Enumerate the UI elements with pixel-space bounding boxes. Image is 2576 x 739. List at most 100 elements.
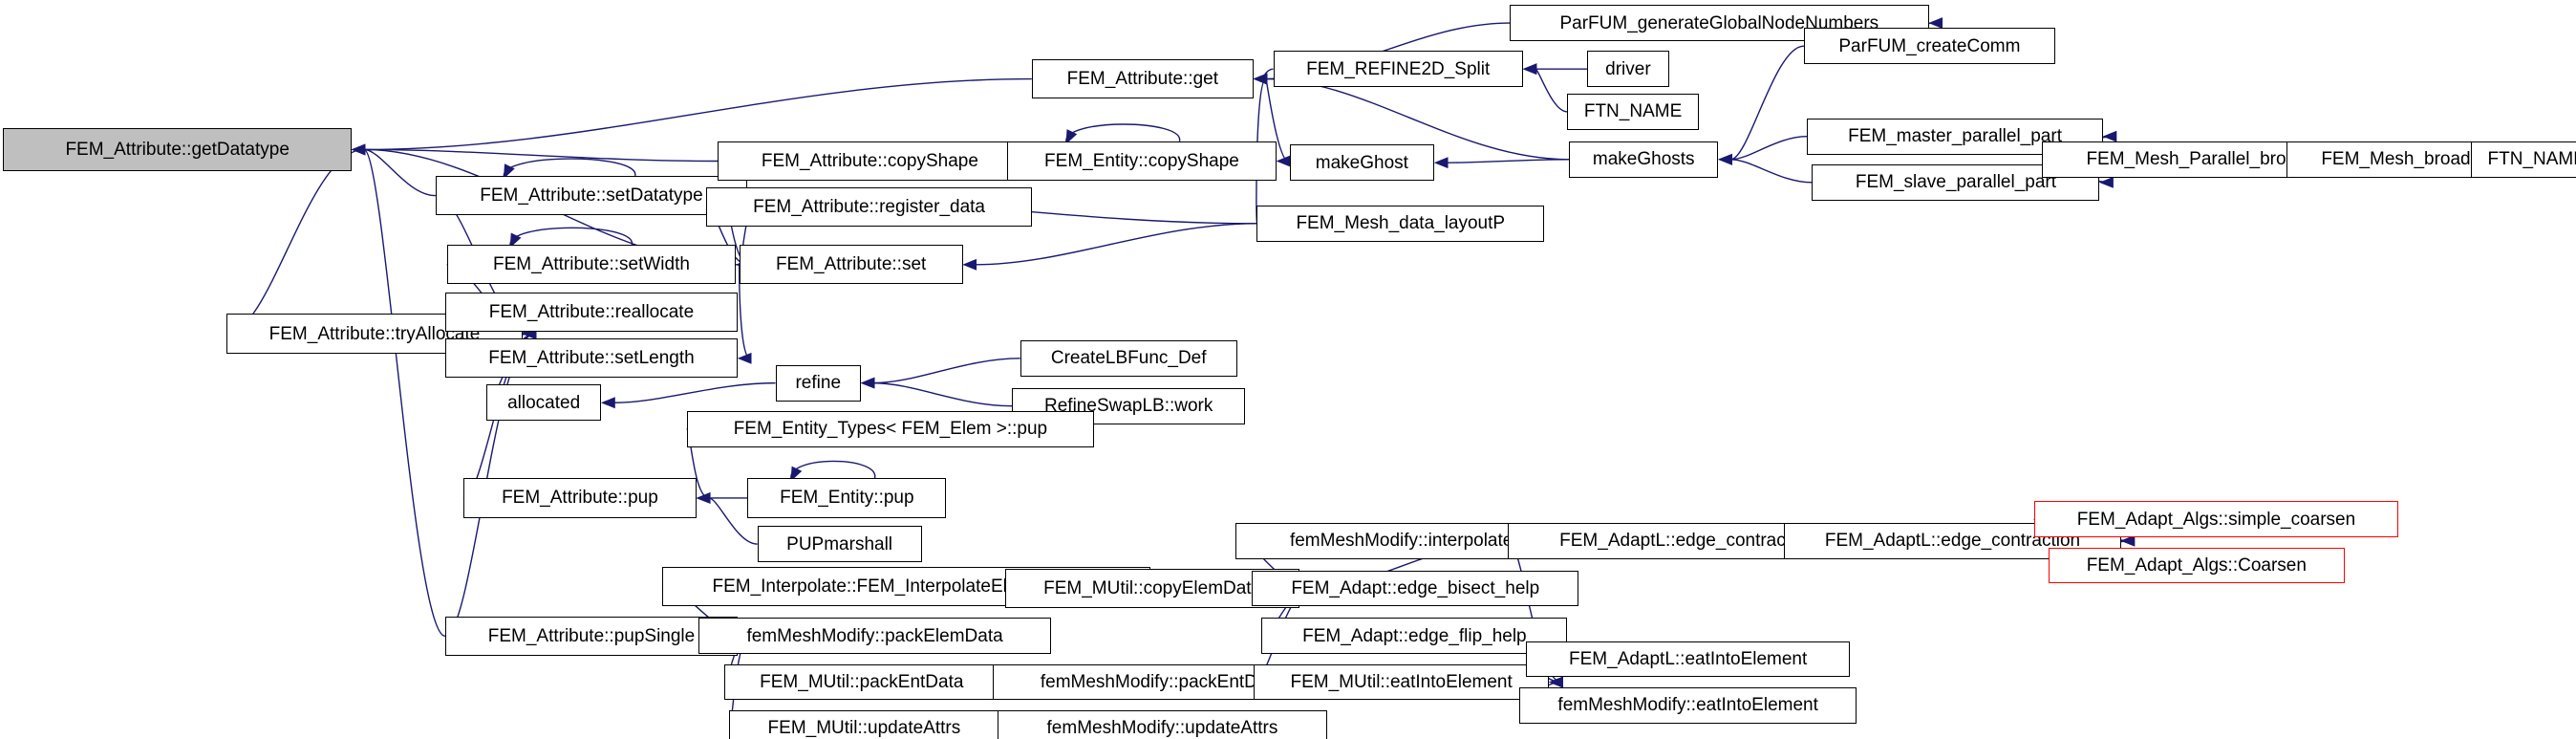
edge-arrowhead [1253, 73, 1268, 85]
graph-node-allocated[interactable]: allocated [485, 384, 602, 422]
graph-node-makeGhosts[interactable]: makeGhosts [1569, 141, 1719, 178]
graph-node-Coarsen[interactable]: FEM_Adapt_Algs::Coarsen [2049, 547, 2345, 584]
graph-node-label: allocated [507, 392, 581, 413]
graph-node-label: FEM_Attribute::getDatatype [65, 139, 290, 160]
graph-node-label: ParFUM_generateGlobalNodeNumbers [1559, 12, 1879, 33]
graph-node-refine[interactable]: refine [775, 364, 861, 402]
graph-node-label: FEM_Mesh_data_layoutP [1296, 213, 1506, 234]
edge-arrowhead [1718, 153, 1732, 165]
edge-arrowhead [737, 352, 752, 364]
graph-node-mesh_data_layoutP[interactable]: FEM_Mesh_data_layoutP [1256, 205, 1545, 242]
graph-node-label: refine [795, 373, 842, 394]
graph-node-label: FEM_REFINE2D_Split [1306, 58, 1491, 79]
graph-node-label: FEM_Entity_Types< FEM_Elem >::pup [733, 419, 1048, 440]
graph-node-copyElemData[interactable]: FEM_MUtil::copyElemData [1005, 568, 1300, 609]
graph-node-fmmUpdateAttrs[interactable]: femMeshModify::updateAttrs [997, 709, 1328, 739]
graph-node-reallocate[interactable]: FEM_Attribute::reallocate [444, 293, 738, 333]
graph-node-edge_bisect_help[interactable]: FEM_Adapt::edge_bisect_help [1252, 570, 1579, 607]
graph-node-label: RefineSwapLB::work [1044, 396, 1213, 417]
graph-node-mutilEatIntoElement[interactable]: FEM_MUtil::eatIntoElement [1253, 663, 1550, 701]
graph-node-entityPup[interactable]: FEM_Entity::pup [747, 478, 947, 518]
graph-node-label: FEM_MUtil::eatIntoElement [1290, 672, 1513, 693]
graph-node-label: femMeshModify::packElemData [746, 625, 1003, 646]
graph-node-label: FEM_Adapt::edge_bisect_help [1291, 578, 1540, 599]
edge-arrowhead [1065, 129, 1078, 145]
graph-node-RefineSwapLBwork[interactable]: RefineSwapLB::work [1012, 387, 1246, 424]
graph-node-label: FEM_Attribute::tryAllocate [268, 323, 481, 344]
graph-edge-CreateLBFunc_Def-to-refine [860, 358, 1020, 389]
graph-node-entityCopyShape[interactable]: FEM_Entity::copyShape [1006, 141, 1277, 182]
graph-edge-mesh_data_layoutP-to-set [962, 223, 1257, 271]
edge-arrowhead [2120, 534, 2136, 547]
graph-node-set[interactable]: FEM_Attribute::set [739, 245, 963, 285]
graph-node-label: FEM_Attribute::setWidth [493, 254, 690, 275]
graph-node-label: makeGhosts [1592, 149, 1695, 170]
graph-node-driver[interactable]: driver [1586, 51, 1669, 88]
graph-edge-ParFUM_createComm-to-makeGhosts [1718, 45, 1804, 165]
graph-node-mutilUpdateAttrs[interactable]: FEM_MUtil::updateAttrs [729, 709, 999, 739]
edge-arrowhead [600, 397, 615, 409]
graph-node-label: FEM_Attribute::setDatatype [480, 185, 703, 206]
graph-edge-master_parallel_part-to-makeGhosts [1718, 136, 1808, 165]
graph-edge-entityPup-to-attrPup [696, 492, 748, 504]
graph-node-label: FEM_Entity::pup [780, 488, 914, 509]
graph-node-EntityTypesPup[interactable]: FEM_Entity_Types< FEM_Elem >::pup [686, 410, 1095, 447]
graph-node-getDatatype[interactable]: FEM_Attribute::getDatatype [3, 128, 352, 171]
graph-edge-driver-to-REFINE2D_Split [1522, 63, 1587, 76]
graph-node-ParFUM_generateGlobalNodeNumbers[interactable]: ParFUM_generateGlobalNodeNumbers [1510, 5, 1929, 41]
graph-node-ParFUM_createComm[interactable]: ParFUM_createComm [1803, 28, 2055, 65]
graph-node-label: FEM_Attribute::pup [502, 488, 658, 509]
graph-node-label: FEM_Attribute::pupSingle [487, 625, 696, 646]
graph-edge-refine-to-allocated [600, 381, 776, 409]
graph-node-setLength[interactable]: FEM_Attribute::setLength [444, 338, 738, 379]
edge-arrowhead [2102, 130, 2117, 142]
edge-arrowhead [351, 143, 366, 156]
graph-node-register_data[interactable]: FEM_Attribute::register_data [706, 187, 1032, 228]
graph-node-PUPmarshall[interactable]: PUPmarshall [757, 526, 922, 563]
graph-node-attrPup[interactable]: FEM_Attribute::pup [462, 478, 697, 518]
edge-arrowhead [1522, 63, 1537, 76]
graph-edge-pupSingle-to-getDatatype [351, 143, 446, 638]
edge-arrowhead [696, 492, 711, 504]
graph-node-adaptLEatIntoElement[interactable]: FEM_AdaptL::eatIntoElement [1526, 641, 1851, 678]
graph-node-pupSingle[interactable]: FEM_Attribute::pupSingle [444, 616, 738, 657]
graph-node-label: FEM_Attribute::reallocate [488, 302, 695, 323]
graph-node-label: FEM_Adapt_Algs::Coarsen [2086, 554, 2307, 576]
graph-node-attrGet[interactable]: FEM_Attribute::get [1031, 58, 1254, 99]
graph-node-fmmEatIntoElement[interactable]: femMeshModify::eatIntoElement [1519, 686, 1857, 724]
graph-node-label: FEM_Attribute::get [1066, 69, 1219, 90]
graph-node-label: CreateLBFunc_Def [1050, 348, 1207, 369]
graph-node-FTN_NAME_2[interactable]: FTN_NAME [2470, 141, 2576, 178]
graph-edge-set-to-setLength [737, 264, 752, 364]
graph-node-label: FEM_Mesh_Parallel_broadcast [2086, 149, 2340, 170]
graph-node-simple_coarsen[interactable]: FEM_Adapt_Algs::simple_coarsen [2033, 501, 2399, 538]
graph-node-edge_flip_help[interactable]: FEM_Adapt::edge_flip_help [1261, 618, 1568, 655]
graph-node-FTN_NAME_1[interactable]: FTN_NAME [1567, 94, 1699, 130]
graph-node-label: FEM_MUtil::copyElemData [1043, 578, 1262, 599]
graph-node-label: FEM_Attribute::copyShape [761, 150, 978, 171]
graph-node-copyShape[interactable]: FEM_Attribute::copyShape [718, 141, 1022, 182]
graph-edge-setWidth-to-setWidth [509, 227, 633, 249]
graph-node-packElemData[interactable]: femMeshModify::packElemData [698, 618, 1052, 655]
graph-node-label: FEM_Adapt_Algs::simple_coarsen [2076, 509, 2356, 530]
graph-node-setWidth[interactable]: FEM_Attribute::setWidth [446, 245, 737, 285]
edge-arrowhead [503, 163, 515, 180]
graph-node-label: FEM_Attribute::setLength [488, 348, 695, 369]
graph-node-label: FEM_AdaptL::edge_contraction [1824, 531, 2081, 552]
graph-node-label: FEM_Attribute::set [775, 254, 927, 275]
graph-node-label: FEM_slave_parallel_part [1855, 172, 2057, 193]
edge-arrowhead [1928, 17, 1943, 30]
graph-node-mutilPackEntData[interactable]: FEM_MUtil::packEntData [724, 663, 999, 701]
graph-node-setDatatype[interactable]: FEM_Attribute::setDatatype [435, 175, 748, 216]
graph-edge-entityCopyShape-to-entityCopyShape [1065, 123, 1181, 145]
graph-node-label: driver [1605, 58, 1651, 79]
graph-edge-setDatatype-to-getDatatype [351, 143, 436, 197]
graph-node-makeGhost[interactable]: makeGhost [1289, 144, 1435, 182]
graph-node-REFINE2D_Split[interactable]: FEM_REFINE2D_Split [1273, 51, 1523, 88]
graph-node-label: femMeshModify::packEntData [1040, 672, 1283, 693]
graph-node-label: FEM_MUtil::packEntData [760, 672, 964, 693]
graph-node-CreateLBFunc_Def[interactable]: CreateLBFunc_Def [1020, 339, 1237, 377]
edge-arrowhead [2099, 176, 2114, 188]
graph-node-label: FTN_NAME [1583, 101, 1683, 122]
